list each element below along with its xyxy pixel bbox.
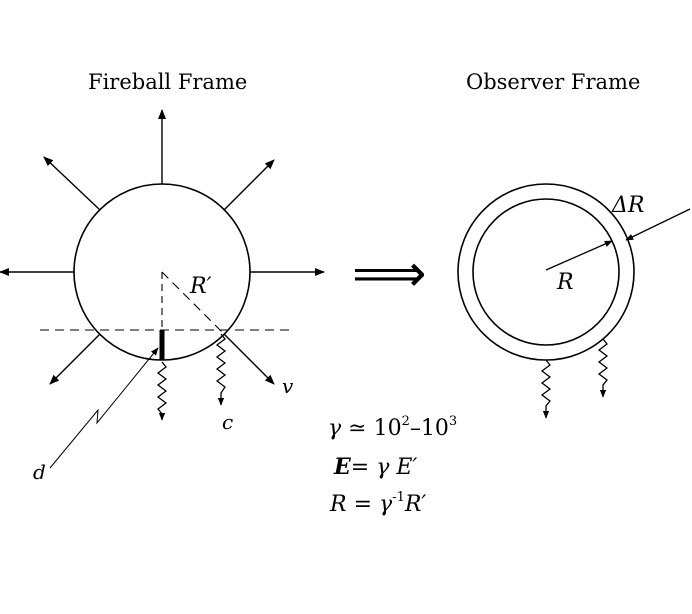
eq-gamma-exp1: 2: [401, 414, 410, 429]
observer-shell-inner: [472, 198, 620, 346]
shell-thickness-arrow: [625, 208, 691, 241]
thickness-leader-line: [49, 347, 159, 469]
velocity-arrow-upper-left: [43, 156, 101, 211]
observer-radius-label: R: [557, 270, 574, 295]
radius-equation: R = γ-1R′: [330, 491, 427, 517]
eq-radius-rhs: R′: [404, 492, 427, 517]
velocity-arrow-lower-left: [49, 333, 101, 385]
eq-gamma-lhs: γ: [328, 416, 342, 441]
eq-gamma-rel: ≃: [348, 416, 367, 441]
eq-radius-lhs: R: [330, 492, 347, 517]
observer-shell-outer: [457, 183, 635, 361]
eq-gamma-base1: 10: [373, 416, 402, 441]
fireball-radius-label: R′: [190, 274, 212, 299]
eq-energy-rhs: E′: [396, 455, 418, 480]
frame-transform-arrow: ⟹: [352, 244, 427, 304]
eq-gamma-exp2: 3: [448, 414, 458, 429]
eq-radius-rel: =: [353, 492, 373, 517]
observer-photon-right: [597, 338, 609, 398]
velocity-arrow-lower-right: [223, 333, 275, 385]
eq-gamma-base2: 10: [420, 416, 449, 441]
radial-velocity-arrows: [0, 109, 325, 385]
eq-energy-lhs: E: [334, 454, 351, 480]
velocity-label: v: [282, 374, 294, 398]
shell-thickness-label: ΔR: [612, 193, 645, 218]
observer-frame-title: Observer Frame: [466, 70, 641, 94]
light-speed-label: c: [222, 410, 234, 434]
lorentz-factor-equation: γ ≃ 102–103: [328, 415, 457, 441]
eq-energy-rel: =: [350, 455, 370, 480]
eq-gamma-dash: –: [409, 416, 421, 441]
observer-radius-arrow: [545, 240, 613, 271]
energy-equation: E= γ E′: [334, 456, 417, 479]
fireball-frame-title: Fireball Frame: [88, 70, 248, 94]
photon-wave-c: [215, 333, 227, 406]
observer-photon-left: [540, 359, 552, 419]
photon-wave-center: [156, 361, 168, 421]
eq-radius-gamma: γ: [379, 492, 393, 517]
eq-energy-gamma: γ: [376, 455, 390, 480]
thickness-label: d: [33, 460, 46, 484]
eq-radius-exp: -1: [392, 490, 405, 505]
velocity-arrow-upper-right: [223, 159, 275, 211]
